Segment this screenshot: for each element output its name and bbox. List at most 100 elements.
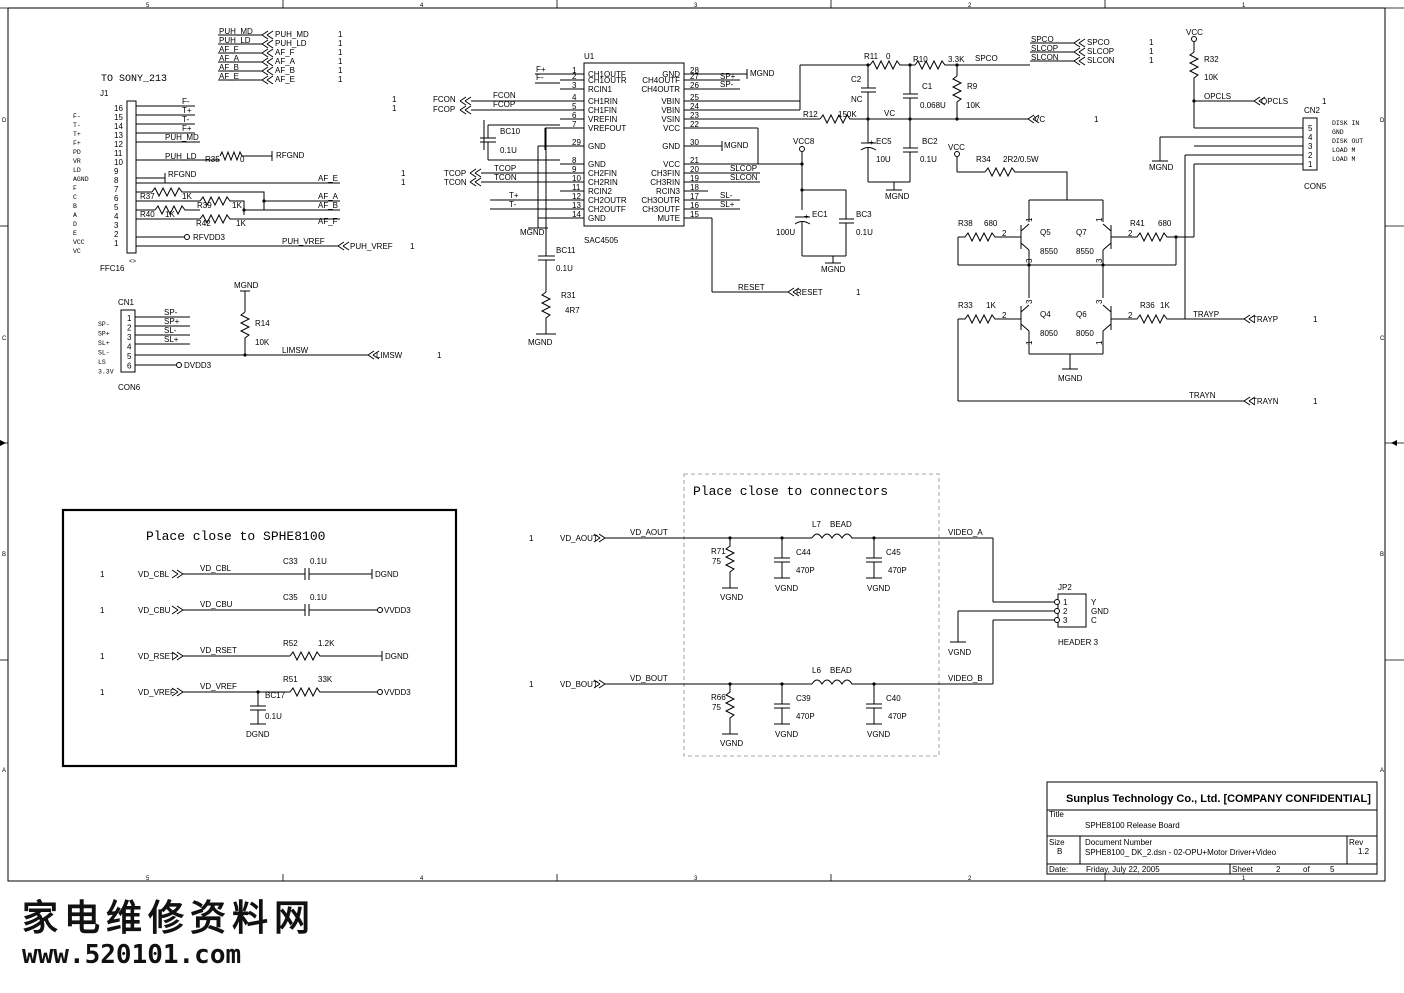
border-row-label: A (1380, 768, 1384, 774)
pin-number: 27 (690, 72, 699, 81)
net-label: T+ (182, 106, 192, 115)
net-label: SPCO (1031, 35, 1054, 44)
j1-body (126, 100, 137, 254)
trayp-port: TRAYP (1252, 315, 1278, 324)
port-terminal (377, 689, 383, 695)
trayn-num: 1 (1313, 397, 1318, 406)
border-col-label: 5 (146, 3, 150, 9)
pin-number: 1 (114, 239, 119, 248)
port-number: 1 (529, 680, 534, 689)
jp2-ref: JP2 (1058, 583, 1072, 592)
cn2-vcc: VCC (1186, 28, 1203, 37)
trayp-num: 1 (1313, 315, 1318, 324)
pin-number: 4 (114, 212, 119, 221)
net-label: SP+ (164, 317, 180, 326)
pin-number: 3 (572, 81, 577, 90)
port-label: SLCOP (1087, 47, 1114, 56)
sphe-box-title: Place close to SPHE8100 (146, 529, 325, 544)
c2-value: NC (851, 95, 863, 104)
pin-number: 1 (127, 314, 132, 323)
r14-ref: R14 (255, 319, 270, 328)
pin-function-label: DISK OUT (1332, 138, 1363, 145)
port-number: 1 (529, 534, 534, 543)
net-label: AF_B (219, 63, 239, 72)
reset-net: RESET (738, 283, 765, 292)
reset-num: 1 (856, 288, 861, 297)
pin-number: 6 (572, 111, 577, 120)
pin-function-label: SP- (98, 321, 110, 328)
wire (722, 538, 738, 589)
pin-number: 13 (572, 201, 581, 210)
pin-number: 10 (572, 174, 581, 183)
tcop-port: TCOP (444, 169, 466, 178)
pin-function-label: LD (73, 167, 81, 174)
net-label: TCOP (494, 164, 516, 173)
net-label: AF_E (318, 174, 338, 183)
ground-label: VGND (720, 593, 743, 602)
pin-name: GND (588, 214, 606, 223)
border-col-label: 3 (694, 876, 698, 882)
vc-net: VC (884, 109, 895, 118)
port-number: 1 (100, 688, 105, 697)
wire (1073, 38, 1086, 48)
r12-value: 150K (838, 110, 857, 119)
pin-function-label: GND (1332, 129, 1344, 136)
r31-value: 4R7 (565, 306, 580, 315)
pin-num: 3 (1025, 258, 1034, 263)
port-number: 1 (100, 570, 105, 579)
pin-name: CH3OUTF (642, 205, 680, 214)
puh-vref-num: 1 (410, 242, 415, 251)
pin-number: 1 (1308, 160, 1313, 169)
pin-name: CH4OUTR (641, 85, 680, 94)
pin-number: 7 (572, 120, 577, 129)
sheet-value: 2 (1276, 865, 1281, 874)
pin-number: 9 (572, 165, 577, 174)
component-ref: R51 (283, 675, 298, 684)
ec1-ref: EC1 (812, 210, 828, 219)
tcon-port: TCON (444, 178, 467, 187)
wire (774, 538, 790, 579)
net-label: VD_RSET (200, 646, 237, 655)
jp2-label: GND (1091, 607, 1109, 616)
jp2-label: Y (1091, 598, 1097, 607)
company-name: Sunplus Technology Co., Ltd. [COMPANY CO… (1066, 793, 1371, 805)
net-label: SP- (720, 80, 734, 89)
junction-dot (728, 682, 732, 686)
net-label: T- (509, 200, 516, 209)
pin-number: 3 (114, 221, 119, 230)
wire (171, 569, 184, 579)
pin-function-label: SP+ (98, 331, 110, 338)
vc-power-section: R11 0 R10 3.3K SPCO C2 NC C1 0.068U R9 1… (730, 52, 1099, 274)
border-col-label: 4 (420, 3, 424, 9)
pin-number: 14 (572, 210, 581, 219)
pin-function-label: T+ (73, 131, 81, 138)
border-col-label: 2 (968, 876, 972, 882)
port-label: DGND (375, 570, 399, 579)
border-col-label: 3 (694, 3, 698, 9)
wire (261, 75, 274, 85)
component-ref: C35 (283, 593, 298, 602)
pin-name: VCC (663, 124, 680, 133)
mgnd-label: MGND (234, 281, 259, 290)
pin-num: 3 (1095, 299, 1104, 304)
net-label: AF_A (318, 192, 339, 201)
pin-name: GND (662, 142, 680, 151)
puh-vref-port: PUH_VREF (350, 242, 393, 251)
pin-function-label: AGND (73, 176, 89, 183)
cn1-ref: CN1 (118, 298, 135, 307)
net-label: VD_VREF (200, 682, 237, 691)
af-e-num: 1 (401, 169, 406, 178)
ec5-plus: + (869, 138, 874, 147)
q6-value: 8050 (1076, 329, 1094, 338)
pin-name: CH1FIN (588, 106, 617, 115)
pin-number: 3 (1308, 142, 1313, 151)
pin-name: VCC (663, 160, 680, 169)
r42-value: 1K (236, 219, 246, 228)
pin-num: 1 (1095, 217, 1104, 222)
q4-ref: Q4 (1040, 310, 1051, 319)
ground-label: VGND (720, 739, 743, 748)
power-mgnd: MGND (821, 265, 846, 274)
wire (1073, 47, 1086, 57)
